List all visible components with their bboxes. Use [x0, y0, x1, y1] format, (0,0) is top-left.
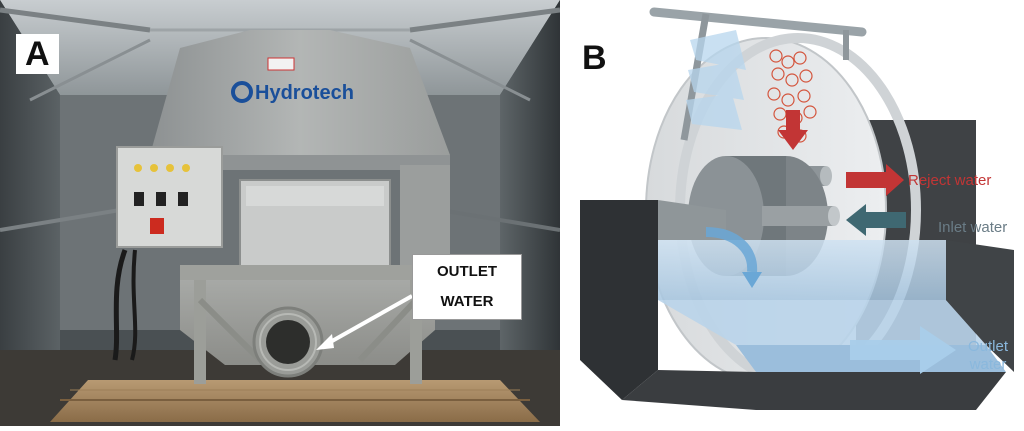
reject-water-label: Reject water	[908, 172, 992, 189]
filter-schematic	[580, 7, 1014, 410]
inlet-water-arrow	[846, 204, 906, 236]
brand-logo-icon	[231, 81, 253, 103]
schematic-panel: B Reject water Inlet water Outlet water	[566, 0, 1024, 426]
callout-line-2: WATER	[440, 293, 494, 310]
overflow-curve	[705, 227, 758, 273]
sludge-down-arrow	[778, 110, 808, 150]
panel-label-b: B	[582, 39, 607, 77]
outlet-water-label: Outlet water	[968, 338, 1008, 374]
reject-water-arrow	[846, 164, 904, 196]
inlet-water-label: Inlet water	[938, 219, 1008, 236]
brand-name: Hydrotech	[255, 82, 354, 104]
photo-panel: Hydrotech A OUTLET WATER	[0, 0, 561, 426]
inlet-pipe	[762, 206, 834, 226]
panel-label-a: A	[16, 34, 59, 74]
outlet-pointer-line	[324, 294, 413, 347]
outlet-label-line-1: Outlet	[968, 338, 1009, 355]
outlet-water-callout: OUTLET WATER	[412, 254, 522, 320]
filter-photo: Hydrotech	[0, 0, 561, 426]
outlet-label-line-2: water	[969, 356, 1007, 373]
spray-bar	[649, 7, 867, 37]
outlet-water-arrow	[850, 326, 956, 374]
outlet-pointer-arrowhead	[316, 334, 334, 350]
callout-line-1: OUTLET	[437, 263, 497, 280]
tank-water	[658, 240, 946, 300]
